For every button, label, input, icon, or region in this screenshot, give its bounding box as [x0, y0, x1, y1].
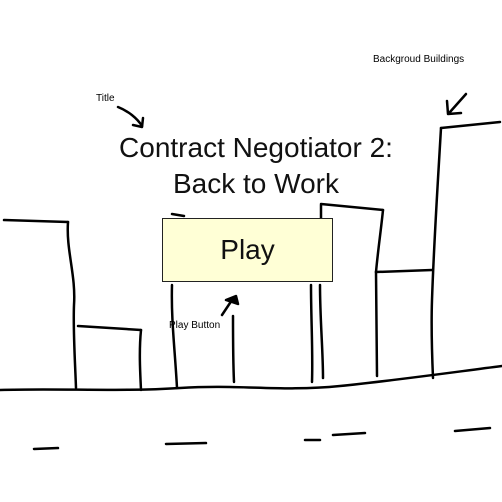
- play-button-label: Play: [220, 234, 275, 265]
- background-building-right: [374, 120, 502, 380]
- play-button[interactable]: Play: [162, 218, 333, 282]
- game-title: Contract Negotiator 2: Back to Work: [76, 130, 436, 202]
- background-building-center: [231, 314, 236, 384]
- play-note-arrow: [220, 294, 240, 317]
- ground-line: [0, 364, 502, 392]
- background-building-left: [2, 218, 143, 392]
- title-note-arrow: [116, 105, 145, 129]
- buildings-note-arrow: [445, 92, 468, 116]
- road-markings: [32, 426, 492, 451]
- background-building-center-left: [170, 212, 186, 390]
- background-buildings-annotation: Backgroud Buildings: [373, 54, 465, 65]
- play-button-annotation: Play Button: [169, 320, 221, 331]
- game-title-line-1: Contract Negotiator 2:: [119, 132, 393, 163]
- title-annotation: Title: [96, 93, 115, 104]
- background-building-center-right: [309, 202, 385, 384]
- game-title-line-2: Back to Work: [173, 168, 339, 199]
